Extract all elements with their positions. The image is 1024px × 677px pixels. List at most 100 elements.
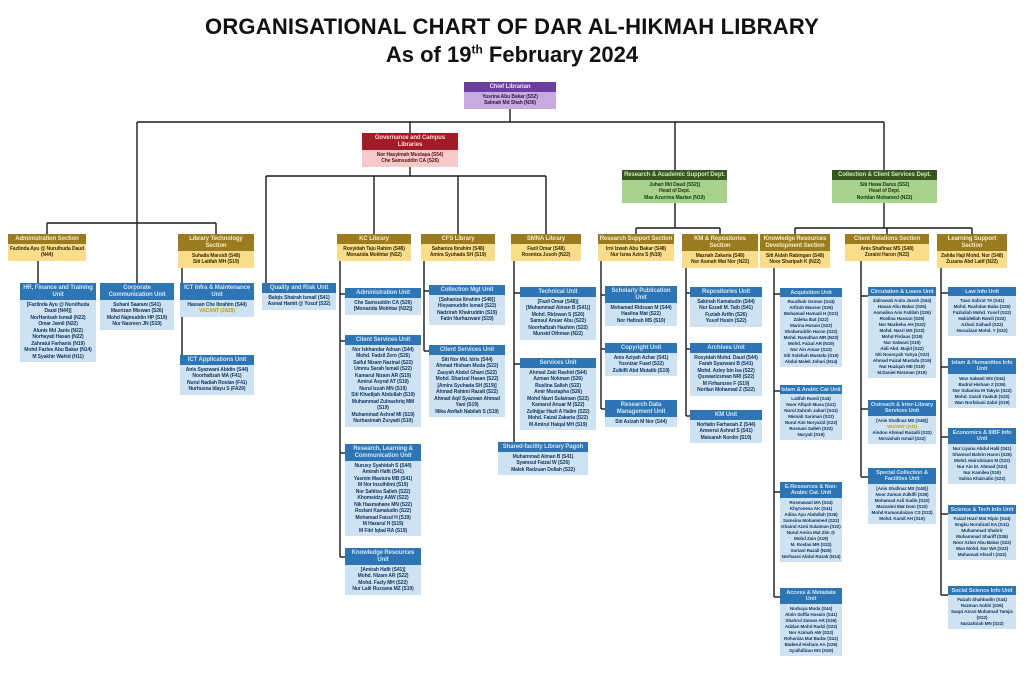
smna-technical-unit-members: [Fazil Omar (S48)][Muhammad Aiman B (S41… xyxy=(520,296,596,340)
chief-librarian-member: Salmah Md Shah (N36) xyxy=(484,100,536,107)
km-unit-member: Norfatin Farhanah Z (S44) xyxy=(696,421,756,428)
library-technology-section-member: Siti Latifah MH (S19) xyxy=(192,259,240,266)
islam-arabic-cat-unit-member: Latifah Ramli (S44) xyxy=(791,396,831,402)
hr-finance-training-unit-member: Mohd Fazlee Abu Bakar (N14) xyxy=(24,347,92,354)
client-relations-section-members: Anis Shafinaz MS (S48)Zuraini Haron (N22… xyxy=(845,243,929,261)
administration-section-title: Administration Section xyxy=(8,234,86,244)
scholarly-publication-unit-member: Nor Hafizah MS (S19) xyxy=(616,317,666,324)
circulation-loans-unit-member: Siti Noorsyah Yahya (S22) xyxy=(874,352,930,358)
kc-administration-unit-title: Administration Unit xyxy=(345,288,421,298)
special-collection-facilities-unit-box: Special Collection & Facilities Unit[Ani… xyxy=(868,468,936,524)
smna-library-members: Fazil Omar (S48)Rosmiza Jusoh (N22) xyxy=(511,243,581,261)
e-resources-non-arabic-cat-unit-member: Rosmawati MA (S44) xyxy=(789,499,833,505)
library-technology-section-member: Suhaila Marsidi (S48) xyxy=(191,252,241,259)
islam-humanities-info-unit-member: Wan Norfahani Zabri (S19) xyxy=(954,399,1010,405)
access-metadata-unit-member: Baderul Hisham AA (S26) xyxy=(784,641,838,647)
science-tech-info-unit-member: Engku Norulizati EA (S41) xyxy=(955,522,1009,528)
outreach-inter-library-services-unit-member: Aindon Ahmad Raizalli (S22) xyxy=(872,429,932,435)
special-collection-facilities-unit-member: [Anis Shafinaz MS (S48)] xyxy=(876,485,928,491)
cfs-collection-mgt-unit-member: Fatin Nurhazwani (S19) xyxy=(440,316,494,323)
hr-finance-training-unit-member: Omar Jamil (N22) xyxy=(38,321,78,328)
collection-client-services-dept-member: Noridan Mohamed (N22) xyxy=(856,194,913,201)
smna-services-unit-member: Kamarul Anuar M (S22) xyxy=(531,402,585,409)
cfs-collection-mgt-unit-member: Hisyamuddin Ismail (S22) xyxy=(437,303,497,310)
ict-applications-unit-member: Nurul Nadiah Roslan (F41) xyxy=(186,379,247,386)
repositories-unit-member: Fuziah Arifin (S26) xyxy=(705,311,747,318)
access-metadata-unit-member: Norbaya Muda (S44) xyxy=(789,605,833,611)
administration-section-member: Fazlinda Ayu @ Nurulhuda Daud (N44) xyxy=(9,245,85,259)
kc-research-learning-communication-unit-member: Rozlani Kamaludin (S22) xyxy=(354,508,412,515)
smna-services-unit-member: Ruslina Salleh (S22) xyxy=(535,382,581,389)
social-science-info-unit-member: Nurzahirah MN (S22) xyxy=(960,621,1004,627)
client-relations-section-member: Anis Shafinaz MS (S48) xyxy=(860,245,914,252)
circulation-loans-unit-title: Circulation & Loans Unit xyxy=(868,287,936,297)
e-resources-non-arabic-cat-unit-member: Adina Ayu Abdullah (S26) xyxy=(784,511,838,517)
repositories-unit-title: Repositories Unit xyxy=(690,287,762,297)
access-metadata-unit-member: Rohaniza Mat Badar (S22) xyxy=(783,635,838,641)
km-unit-members: Norfatin Farhanah Z (S44)Ameerul Ashraf … xyxy=(690,419,762,444)
collection-client-services-dept-box: Collection & Client Services Dept.Siti H… xyxy=(832,170,937,204)
acquisition-unit-member: Siti Solehah Mustafa (S19) xyxy=(783,353,839,359)
science-tech-info-unit-title: Science & Tech Info Unit xyxy=(948,505,1016,515)
chief-librarian-member: Yusrina Abu Bakar (S52) xyxy=(482,93,538,100)
social-science-info-unit-member: Saupi Azran Muhamad Tamjis (S22) xyxy=(951,609,1013,621)
economics-iiibf-info-unit-member: Nur Liyana Abdul Halil (S41) xyxy=(952,445,1012,451)
copyright-unit-title: Copyright Unit xyxy=(605,343,677,353)
shared-facility-library-pagoh-members: Muhammad Aiman B (S41)Syamsul Faizal W (… xyxy=(498,451,588,476)
archives-unit-member: Farah Syazwani B (S41) xyxy=(699,361,753,368)
kc-library-members: Rosyidah Taju Rahim (S48)Monazida Mokhta… xyxy=(337,243,411,261)
islam-arabic-cat-unit-member: Nuryati (S19) xyxy=(797,432,825,438)
learning-support-section-member: Zahila Haji Mohd. Nor (S48) xyxy=(940,252,1004,259)
cfs-collection-mgt-unit-member: [Sahaniza Ibrahim (S48)] xyxy=(439,296,495,303)
km-repositories-section-member: Nor Asmah Mat Nor (N22) xyxy=(690,259,750,266)
research-data-management-unit-members: Siti Azizah M Nor (S44) xyxy=(605,416,677,428)
library-technology-section-members: Suhaila Marsidi (S48)Siti Latifah MH (S1… xyxy=(178,250,254,268)
cfs-collection-mgt-unit-member: Nadzirah Khairuddin (S19) xyxy=(436,309,497,316)
learning-support-section-members: Zahila Haji Mohd. Nor (S48)Zuzana Abd La… xyxy=(937,250,1007,268)
kc-client-services-unit-member: Nurhasimah Zuryadi (S19) xyxy=(353,418,413,425)
e-resources-non-arabic-cat-unit-member: Khyronesa AK (S41) xyxy=(789,505,833,511)
kc-research-learning-communication-unit-title: Research, Learning & Communication Unit xyxy=(345,444,421,461)
smna-services-unit-member: Zulhijjar Hazli A Halim (S22) xyxy=(526,408,590,415)
hr-finance-training-unit-member: Alunis Md Janis (N22) xyxy=(33,327,83,334)
corporate-communication-unit-member: Suhani Saarani (S41) xyxy=(113,301,161,308)
kc-knowledge-resources-unit-title: Knowledge Resources Unit xyxy=(345,548,421,565)
law-info-unit-member: Habidellah Ramli (S22) xyxy=(958,316,1006,322)
economics-iiibf-info-unit-member: Nur Kamilea (S19) xyxy=(963,469,1001,475)
chief-librarian-title: Chief Librarian xyxy=(464,82,556,92)
archives-unit-member: Quswarizsman NRI (S22) xyxy=(697,374,755,381)
ict-applications-unit-members: Anis Syazwani Abidin (S44)Noorhafizah MA… xyxy=(180,364,254,395)
law-info-unit-members: Tuan Safa'at TA (S41)Mohd. Rashdan Baba … xyxy=(948,296,1016,337)
islam-arabic-cat-unit-member: Rosnani Salleh (S22) xyxy=(789,426,833,432)
kc-knowledge-resources-unit-member: Nur Laili Ruzzana MZ (S19) xyxy=(352,586,414,593)
kc-client-services-unit-member: Kamarul Nizam AR (S19) xyxy=(355,372,411,379)
science-tech-info-unit-members: Faizal Hazri Mat Ripin (S44)Engku Noruli… xyxy=(948,514,1016,561)
access-metadata-unit-member: Nor Azimah AW (S22) xyxy=(788,629,834,635)
knowledge-resources-development-section-member: Noor Sharipah K (N22) xyxy=(769,259,821,266)
special-collection-facilities-unit-member: Mohamad Azli Sudin (S22) xyxy=(874,497,930,503)
islam-humanities-info-unit-member: Mohd. Zazali Yaakub (S22) xyxy=(954,393,1010,399)
research-support-section-member: Nur Isma Azira S (N19) xyxy=(610,252,662,259)
smna-technical-unit-member: Mohd. Ridzwan S (S26) xyxy=(531,311,585,318)
islam-humanities-info-unit-member: Badrul Hisham Z (S26) xyxy=(958,381,1006,387)
acquisition-unit-member: Raudhah Osman (S44) xyxy=(787,299,835,305)
kc-knowledge-resources-unit-member: Mohd. Nizam AR (S22) xyxy=(357,573,409,580)
acquisition-unit-member: Marina Husain (S22) xyxy=(789,323,832,329)
law-info-unit-title: Law Info Unit xyxy=(948,287,1016,297)
collection-client-services-dept-members: Siti Hawa Darus (S52)Head of Dept.Norida… xyxy=(832,179,937,204)
archives-unit-member: M Firhamzee F (S19) xyxy=(702,380,750,387)
